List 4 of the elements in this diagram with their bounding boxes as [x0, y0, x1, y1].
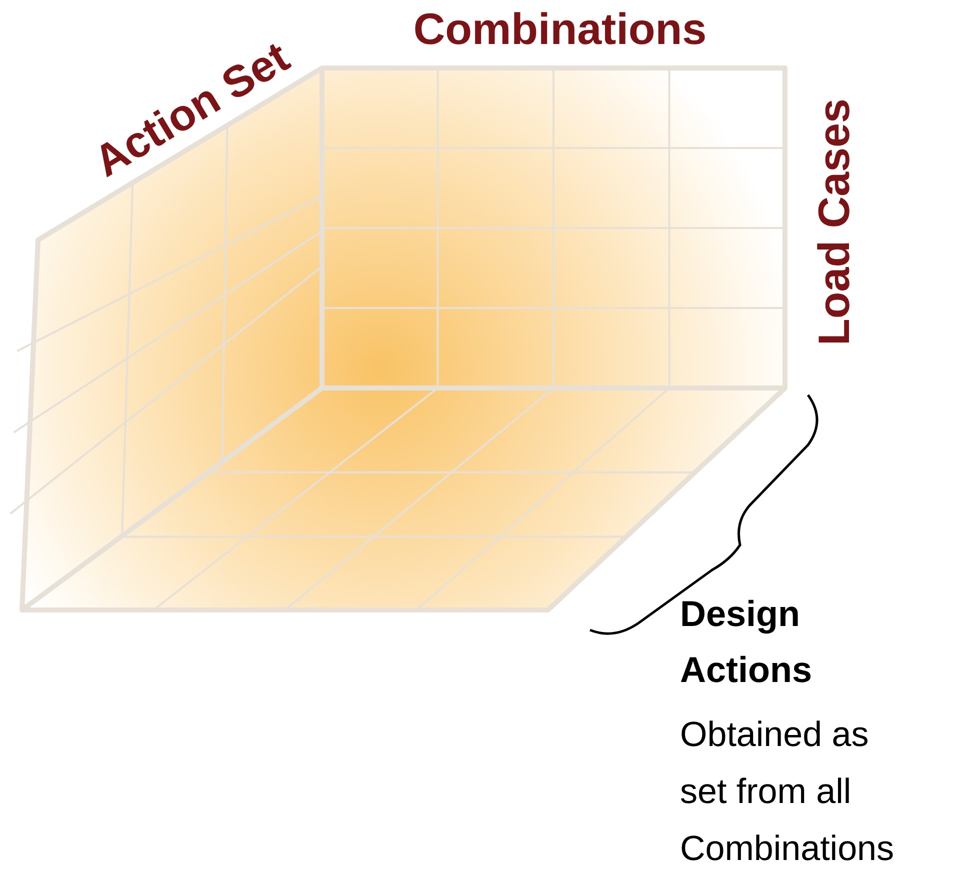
axis-label: Combinations [412, 8, 708, 52]
result-heading: Design Actions [680, 592, 814, 692]
result-note: Obtained as set from all Combinations [680, 714, 895, 870]
axis-label: Load Cases [813, 98, 857, 348]
